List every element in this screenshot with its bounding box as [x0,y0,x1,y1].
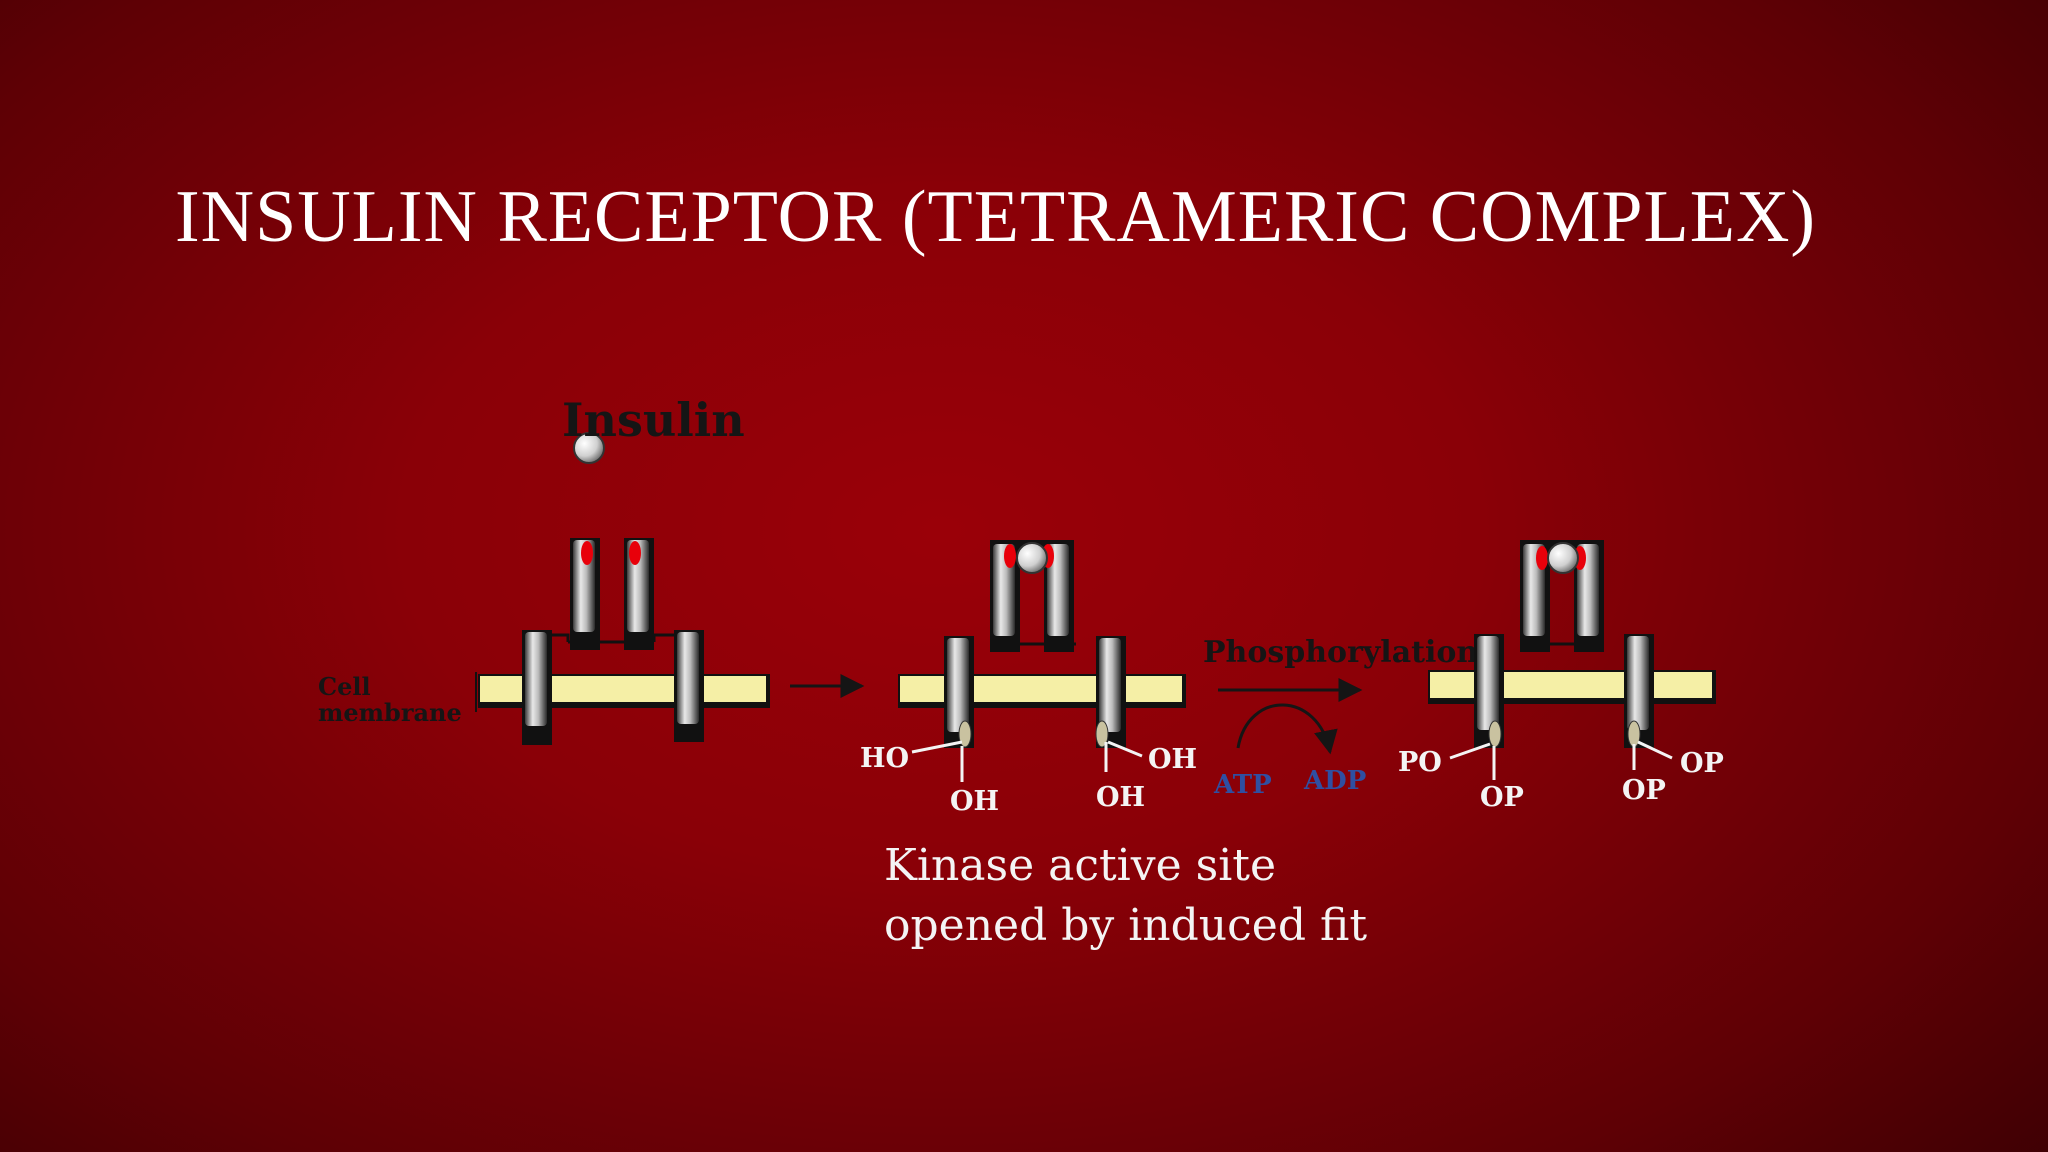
alpha-subunit-right [624,538,654,650]
receptor-stage-bound: HO OH OH OH [860,540,1197,817]
insulin-molecule [1016,542,1048,574]
phosphorylation-step: Phosphorylation ATP ADP [1203,635,1478,800]
membrane-label-line1: Cell [318,672,371,701]
hydroxyl-label: OH [950,786,999,817]
atp-label: ATP [1213,770,1272,800]
phosphate-label: OP [1480,782,1524,813]
insulin-binding-site [1536,546,1548,570]
beta-subunit-left [522,630,552,745]
alpha-subunit-left [570,538,600,650]
membrane-label-line2: membrane [318,698,462,727]
kinase-domain [1095,720,1109,748]
phosphate-label: OP [1680,748,1724,779]
receptor-stage-unbound: Insulin Cell membrane [318,393,770,745]
hydroxyl-label: OH [1096,782,1145,813]
alpha-subunit-dimer [1520,540,1604,652]
beta-subunit-right [1095,636,1126,748]
insulin-binding-site [629,541,641,565]
insulin-label: Insulin [562,393,745,447]
beta-subunit-right [1624,634,1654,748]
caption-line-2: opened by induced fit [884,900,1367,951]
adp-label: ADP [1303,766,1366,796]
hydroxyl-label: HO [860,743,909,774]
insulin-molecule [1547,542,1579,574]
alpha-subunit-dimer [990,540,1074,652]
phosphate-label: OP [1622,775,1666,806]
insulin-binding-site [581,541,593,565]
beta-subunit-right [674,630,704,742]
caption-line-1: Kinase active site [884,840,1276,891]
phosphate-label: PO [1398,747,1442,778]
kinase-domain [1488,720,1502,748]
receptor-stage-phosphorylated: PO OP OP OP [1398,540,1724,813]
phosphorylation-label: Phosphorylation [1203,635,1478,670]
beta-subunit-left [1474,634,1504,748]
slide-title: INSULIN RECEPTOR (TETRAMERIC COMPLEX) [175,176,1817,258]
insulin-molecule [573,432,605,464]
kinase-domain [958,720,972,748]
insulin-binding-site [1004,544,1016,568]
beta-subunit-left [944,636,974,748]
hydroxyl-label: OH [1148,744,1197,775]
